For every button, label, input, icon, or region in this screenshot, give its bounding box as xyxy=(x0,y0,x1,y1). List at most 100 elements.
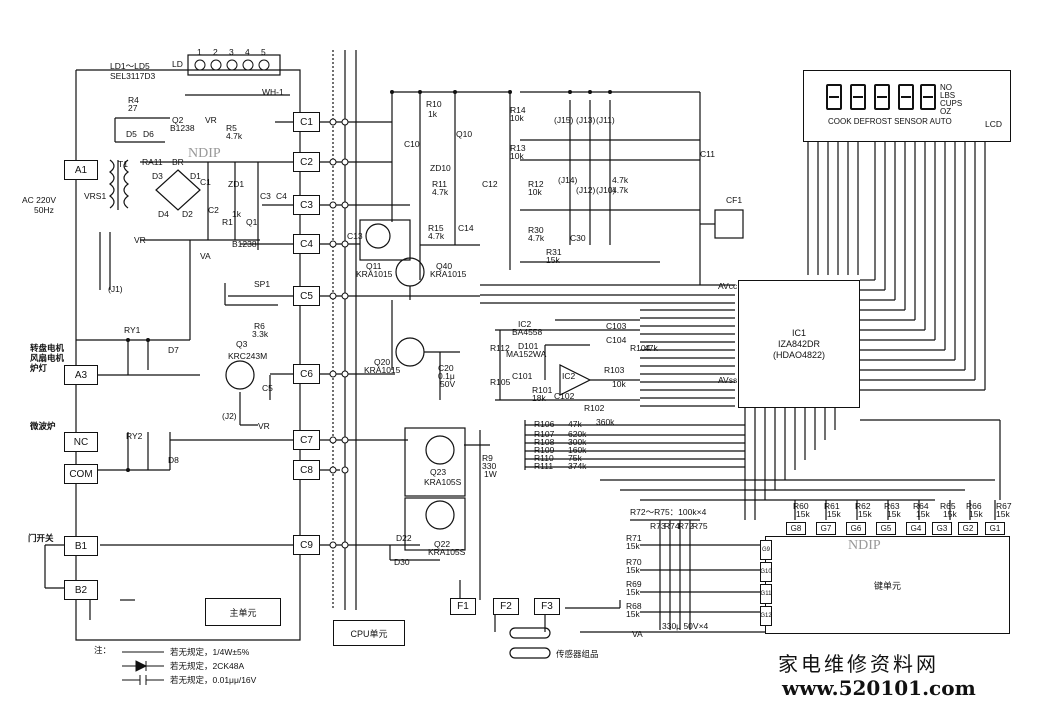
r74-label: R74 xyxy=(664,521,680,531)
q20-value: KRA1015 xyxy=(364,365,401,375)
r108-label: R108 xyxy=(534,437,555,447)
r75-label: R75 xyxy=(692,521,708,531)
led-num: 3 xyxy=(229,47,234,57)
r64-value: 15k xyxy=(916,509,930,519)
r71-value: 15k xyxy=(626,541,640,551)
q20-label: Q20 xyxy=(374,357,391,367)
r9-power: 1W xyxy=(484,469,497,479)
connector-nc: NC xyxy=(64,432,98,452)
main-unit-block: 主单元 xyxy=(205,598,281,626)
r5-value: 4.7k xyxy=(226,131,243,141)
j12-label: (J12) xyxy=(576,185,596,195)
d3-label: D3 xyxy=(152,171,163,181)
connector-g4: G4 xyxy=(906,522,926,535)
r66-label: R66 xyxy=(966,501,982,511)
c102-label: C102 xyxy=(554,391,575,401)
r14-label: R14 xyxy=(510,105,526,115)
r61-label: R61 xyxy=(824,501,840,511)
r111-label: R111 xyxy=(534,461,554,471)
r11-value: 4.7k xyxy=(432,187,449,197)
ndip-watermark: NDIP xyxy=(188,146,221,161)
turntable-motor-label: 转盘电机 xyxy=(30,343,65,353)
ic2-opamp-label: IC2 xyxy=(562,371,576,381)
sp1-label: SP1 xyxy=(254,279,271,289)
lcd-digit xyxy=(920,84,936,110)
connector-a3: A3 xyxy=(64,365,98,385)
door-switch-label: 门开关 xyxy=(28,533,54,543)
r15-value: 4.7k xyxy=(428,231,445,241)
j1-label: (J1) xyxy=(108,284,123,294)
connector-g12: G12 xyxy=(760,606,772,626)
lcd-digit xyxy=(826,84,842,110)
r67-label: R67 xyxy=(996,501,1012,511)
r67-value: 15k xyxy=(996,509,1010,519)
c20-label: C20 xyxy=(438,363,454,373)
r110-label: R110 xyxy=(534,453,554,463)
r30-label: R30 xyxy=(528,225,544,235)
ndip-watermark: NDIP xyxy=(848,538,881,553)
c4-label: C4 xyxy=(276,191,287,201)
site-url-watermark: www.520101.com xyxy=(782,676,976,700)
q2-value: B1238 xyxy=(170,123,195,133)
r102-value: 360k xyxy=(596,417,615,427)
notes-heading: 注： xyxy=(94,645,112,655)
r65-value: 15k xyxy=(943,509,957,519)
r72-label: R72 xyxy=(678,521,694,531)
avcc-label: AVcc xyxy=(718,281,738,291)
d101-value: MA152WA xyxy=(506,349,547,359)
led-part-label: SEL3117D3 xyxy=(110,71,156,81)
connector-c5: C5 xyxy=(293,286,320,306)
connector-c4: C4 xyxy=(293,234,320,254)
r31-label: R31 xyxy=(546,247,562,257)
connector-g8: G8 xyxy=(786,522,806,535)
r109-label: R109 xyxy=(534,445,555,455)
q40-label: Q40 xyxy=(436,261,453,271)
connector-a1: A1 xyxy=(64,160,98,180)
r66-value: 15k xyxy=(969,509,983,519)
led-range-label: LD1～LD5 xyxy=(110,61,150,71)
q22-value: KRA105S xyxy=(428,547,466,557)
r10-label: R10 xyxy=(426,99,442,109)
r10-value: 1k xyxy=(428,109,437,119)
r13-value: 10k xyxy=(510,151,524,161)
connector-f2: F2 xyxy=(493,598,519,615)
r4-value: 27 xyxy=(128,103,138,113)
r1-value: 1k xyxy=(232,209,241,219)
c12-label: C12 xyxy=(482,179,498,189)
lcd-mode-labels: COOK DEFROST SENSOR AUTO xyxy=(828,117,952,126)
ic1-alt-part: (HDAO4822) xyxy=(772,349,826,360)
r106-value: 47k xyxy=(568,419,582,429)
d4-label: D4 xyxy=(158,209,169,219)
d8-label: D8 xyxy=(168,455,179,465)
c14-label: C14 xyxy=(458,223,474,233)
lcd-indicator-no: NO xyxy=(940,83,952,92)
br-label: BR xyxy=(172,157,184,167)
r9-value: 330 xyxy=(482,461,497,471)
connector-g7: G7 xyxy=(816,522,836,535)
r1-label: R1 xyxy=(222,217,233,227)
connector-g9: G9 xyxy=(760,540,772,560)
ic2-label: IC2 xyxy=(518,319,532,329)
r6-label: R6 xyxy=(254,321,265,331)
connector-c3: C3 xyxy=(293,195,320,215)
r64-label: R64 xyxy=(913,501,929,511)
note-diode: 若无规定，2CK48A xyxy=(170,661,245,671)
r60-value: 15k xyxy=(796,509,810,519)
ry1-label: RY1 xyxy=(124,325,141,335)
j11-label: (J11) xyxy=(596,115,615,125)
r108-value: 300k xyxy=(568,437,587,447)
r9-label: R9 xyxy=(482,453,493,463)
r105-label: R105 xyxy=(490,377,511,387)
ic1-name: IC1 xyxy=(791,327,806,338)
r4-label: R4 xyxy=(128,95,139,105)
j14-label: (J14) xyxy=(558,175,578,185)
c3-label: C3 xyxy=(260,191,271,201)
lcd-indicator-cups: CUPS xyxy=(940,99,963,108)
c20-voltage: 50V xyxy=(440,379,456,389)
r63-value: 15k xyxy=(887,509,901,519)
r70-value: 15k xyxy=(626,565,640,575)
r30-value: 4.7k xyxy=(528,233,545,243)
r62-value: 15k xyxy=(858,509,872,519)
r12-value: 10k xyxy=(528,187,542,197)
connector-c7: C7 xyxy=(293,430,320,450)
